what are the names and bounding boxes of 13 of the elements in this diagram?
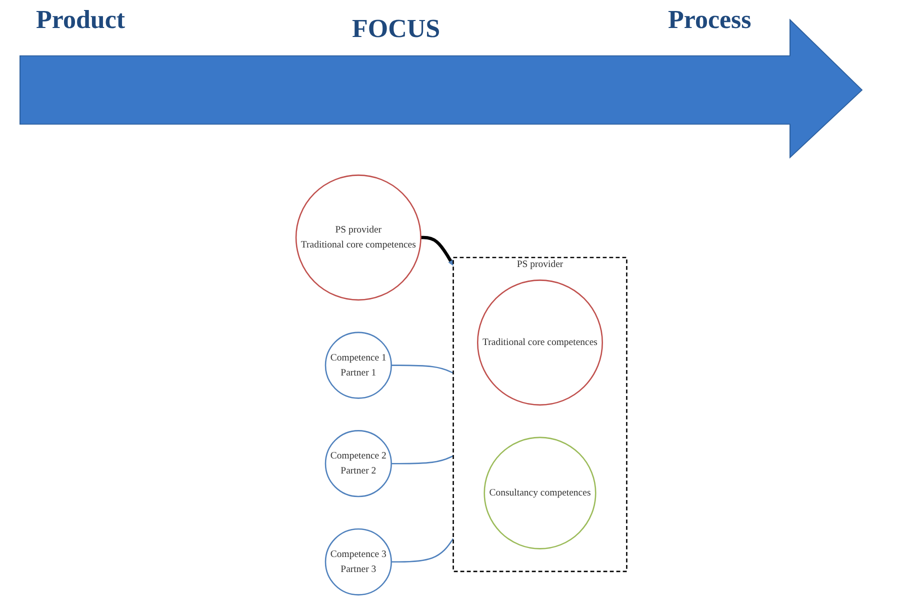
connector [391, 455, 454, 464]
arrow [420, 236, 454, 266]
node-circle: Consultancy competences [484, 436, 596, 550]
axis-label: Product [36, 5, 126, 35]
node-circle: Competence 1 Partner 1 [324, 332, 392, 399]
axis-label: Process [668, 5, 752, 35]
axis-label: FOCUS [352, 14, 440, 44]
connector [391, 538, 454, 563]
node-circle: Traditional core competences [477, 280, 604, 406]
node-circle: PS provider Traditional core competences [296, 174, 422, 301]
connector [391, 364, 454, 374]
node-circle: Competence 3 Partner 3 [324, 528, 392, 596]
node-circle: Competence 2 Partner 2 [324, 430, 392, 498]
